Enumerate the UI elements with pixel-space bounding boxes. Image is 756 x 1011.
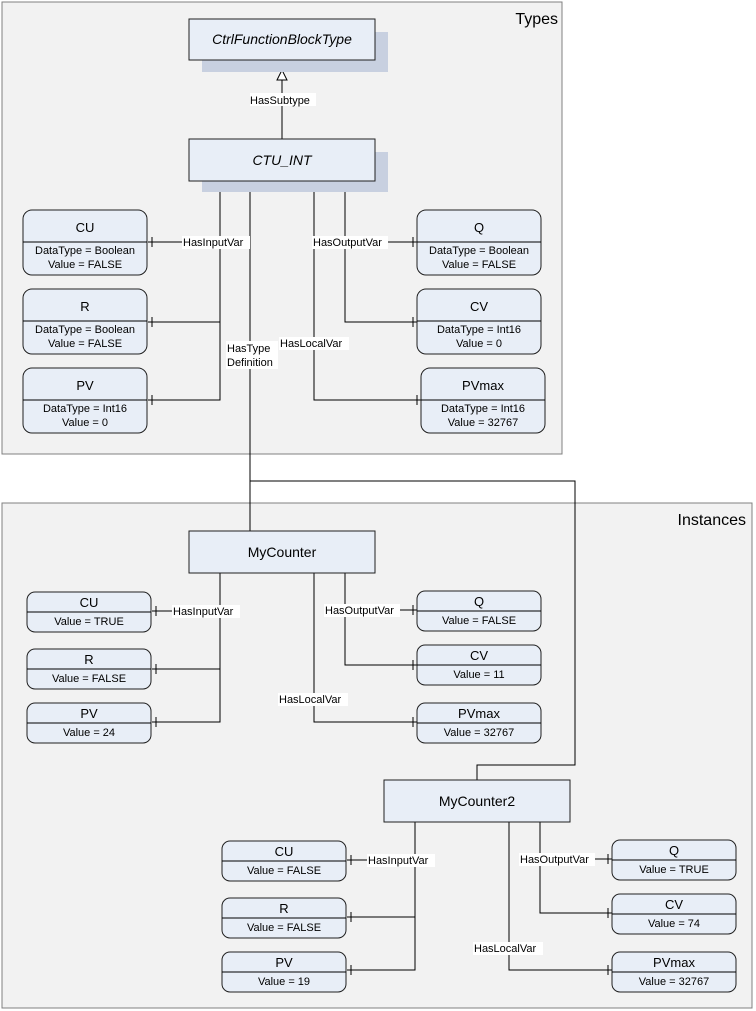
- var-value: Value = 32767: [448, 417, 518, 429]
- c1-has-output-var-label: HasOutputVar: [325, 605, 394, 617]
- var-name: PV: [76, 378, 94, 393]
- has-type-definition-label-2: Definition: [227, 357, 273, 369]
- c2-var-cv[interactable]: CV Value = 74: [611, 893, 737, 935]
- var-value: Value = 32767: [444, 727, 514, 739]
- type-var-cu[interactable]: CU DataType = Boolean Value = FALSE: [22, 209, 148, 276]
- instances-section-title: Instances: [678, 512, 746, 529]
- c2-var-cu[interactable]: CU Value = FALSE: [221, 840, 347, 882]
- var-name: R: [80, 299, 89, 314]
- node-ctrl-function-block-type[interactable]: CtrlFunctionBlockType: [188, 18, 388, 72]
- mycounter2-label: MyCounter2: [439, 793, 515, 809]
- c2-var-pv[interactable]: PV Value = 19: [221, 951, 347, 993]
- var-value: Value = 24: [63, 727, 115, 739]
- c1-var-cv[interactable]: CV Value = 11: [416, 644, 542, 686]
- c2-has-output-var-label: HasOutputVar: [520, 854, 589, 866]
- node-mycounter[interactable]: MyCounter: [188, 530, 376, 574]
- c2-has-input-var-label: HasInputVar: [368, 855, 429, 867]
- var-name: PV: [275, 955, 293, 970]
- var-value: Value = 32767: [639, 976, 709, 988]
- types-has-output-var-label: HasOutputVar: [313, 237, 382, 249]
- has-type-definition-label-1: HasType: [227, 343, 270, 355]
- var-name: Q: [474, 220, 484, 235]
- c1-var-pv[interactable]: PV Value = 24: [26, 702, 152, 744]
- c1-var-r[interactable]: R Value = FALSE: [26, 648, 152, 690]
- var-name: Q: [474, 594, 484, 609]
- type-var-q[interactable]: Q DataType = Boolean Value = FALSE: [416, 209, 542, 276]
- type-var-pv[interactable]: PV DataType = Int16 Value = 0: [22, 367, 148, 434]
- var-name: PVmax: [653, 955, 695, 970]
- var-datatype: DataType = Boolean: [429, 245, 529, 257]
- var-datatype: DataType = Boolean: [35, 324, 135, 336]
- types-has-local-var-label: HasLocalVar: [280, 338, 342, 350]
- var-name: R: [279, 901, 288, 916]
- var-datatype: DataType = Boolean: [35, 245, 135, 257]
- var-name: R: [84, 652, 93, 667]
- var-value: Value = FALSE: [247, 922, 321, 934]
- c1-has-input-var-label: HasInputVar: [173, 606, 234, 618]
- var-value: Value = FALSE: [247, 865, 321, 877]
- reference-labels: HasSubtype HasInputVar HasOutputVar HasL…: [172, 93, 595, 955]
- var-name: CU: [275, 844, 294, 859]
- var-name: PVmax: [458, 706, 500, 721]
- c2-var-pvmax[interactable]: PVmax Value = 32767: [611, 951, 737, 993]
- types-section-title: Types: [515, 11, 558, 28]
- var-value: Value = 19: [258, 976, 310, 988]
- ctu-int-label: CTU_INT: [252, 152, 313, 168]
- var-name: CV: [470, 648, 488, 663]
- node-ctu-int[interactable]: CTU_INT: [188, 138, 388, 192]
- ctrl-function-block-type-label: CtrlFunctionBlockType: [212, 31, 352, 47]
- c1-var-cu[interactable]: CU Value = TRUE: [26, 591, 152, 633]
- has-subtype-label: HasSubtype: [250, 95, 310, 107]
- var-value: Value = FALSE: [48, 338, 122, 350]
- var-datatype: DataType = Int16: [441, 403, 525, 415]
- var-name: CU: [76, 220, 95, 235]
- var-name: PV: [80, 706, 98, 721]
- var-value: Value = TRUE: [639, 864, 709, 876]
- var-value: Value = FALSE: [442, 615, 516, 627]
- var-name: Q: [669, 843, 679, 858]
- c2-var-r[interactable]: R Value = FALSE: [221, 897, 347, 939]
- type-var-r[interactable]: R DataType = Boolean Value = FALSE: [22, 288, 148, 355]
- c2-has-local-var-label: HasLocalVar: [474, 943, 536, 955]
- mycounter-label: MyCounter: [248, 544, 317, 560]
- var-value: Value = 74: [648, 918, 700, 930]
- var-datatype: DataType = Int16: [437, 324, 521, 336]
- type-var-pvmax[interactable]: PVmax DataType = Int16 Value = 32767: [420, 367, 546, 434]
- var-datatype: DataType = Int16: [43, 403, 127, 415]
- var-value: Value = FALSE: [442, 259, 516, 271]
- node-mycounter2[interactable]: MyCounter2: [383, 779, 571, 823]
- var-value: Value = FALSE: [48, 259, 122, 271]
- var-value: Value = FALSE: [52, 673, 126, 685]
- var-name: CV: [470, 299, 488, 314]
- c1-var-pvmax[interactable]: PVmax Value = 32767: [416, 702, 542, 744]
- c1-has-local-var-label: HasLocalVar: [279, 694, 341, 706]
- var-name: CU: [80, 595, 99, 610]
- types-has-input-var-label: HasInputVar: [183, 237, 244, 249]
- var-value: Value = 11: [453, 669, 504, 681]
- var-name: PVmax: [462, 378, 504, 393]
- c2-var-q[interactable]: Q Value = TRUE: [611, 839, 737, 881]
- var-value: Value = 0: [456, 338, 502, 350]
- var-value: Value = 0: [62, 417, 108, 429]
- c1-var-q[interactable]: Q Value = FALSE: [416, 590, 542, 632]
- var-name: CV: [665, 897, 683, 912]
- type-var-cv[interactable]: CV DataType = Int16 Value = 0: [416, 288, 542, 355]
- var-value: Value = TRUE: [54, 616, 124, 628]
